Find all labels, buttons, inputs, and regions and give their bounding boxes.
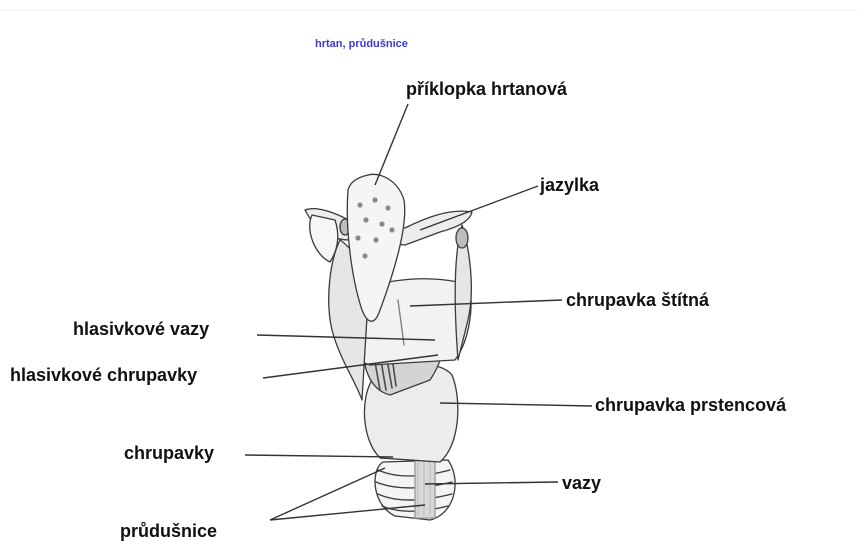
leader-line-tracheal-cartilages (245, 455, 393, 457)
label-ligaments: vazy (562, 474, 601, 492)
leader-line-cricoid (440, 403, 592, 406)
leader-line-hyoid (420, 186, 538, 230)
label-hyoid: jazylka (540, 176, 599, 194)
leader-line-trachea-1 (270, 468, 385, 520)
leader-line-epiglottis (375, 104, 408, 185)
label-tracheal-cartilages: chrupavky (124, 444, 214, 462)
label-thyroid-cartilage: chrupavka štítná (566, 291, 709, 309)
label-epiglottis: příklopka hrtanová (406, 80, 567, 98)
label-trachea: průdušnice (120, 522, 217, 540)
label-arytenoid-cartilages: hlasivkové chrupavky (10, 366, 197, 384)
label-vocal-ligaments: hlasivkové vazy (73, 320, 209, 338)
label-cricoid-cartilage: chrupavka prstencová (595, 396, 786, 414)
